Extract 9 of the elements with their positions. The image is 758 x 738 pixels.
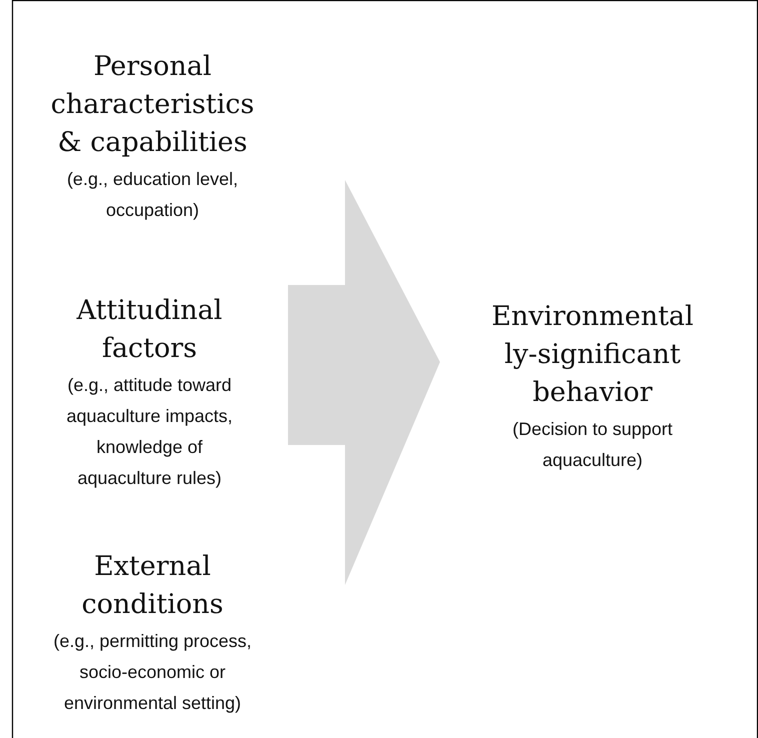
factor-heading: External conditions xyxy=(80,550,224,622)
factor-heading: Personal characteristics & capabilities xyxy=(50,50,256,160)
factor-description: (e.g., education level, occupation) xyxy=(66,168,240,222)
factor-heading: Environmental ly-significant behavior xyxy=(490,300,695,410)
block-arrow xyxy=(288,180,440,585)
factor-description: (e.g., attitude toward aquaculture impacts, knowledge of aquaculture rules) xyxy=(65,374,234,490)
factor-description: (e.g., permitting process, socio-economic or environmental setting) xyxy=(52,630,253,715)
factor-heading: Attitudinal factors xyxy=(76,294,224,366)
factor-description: (Decision to support aquaculture) xyxy=(511,418,674,472)
